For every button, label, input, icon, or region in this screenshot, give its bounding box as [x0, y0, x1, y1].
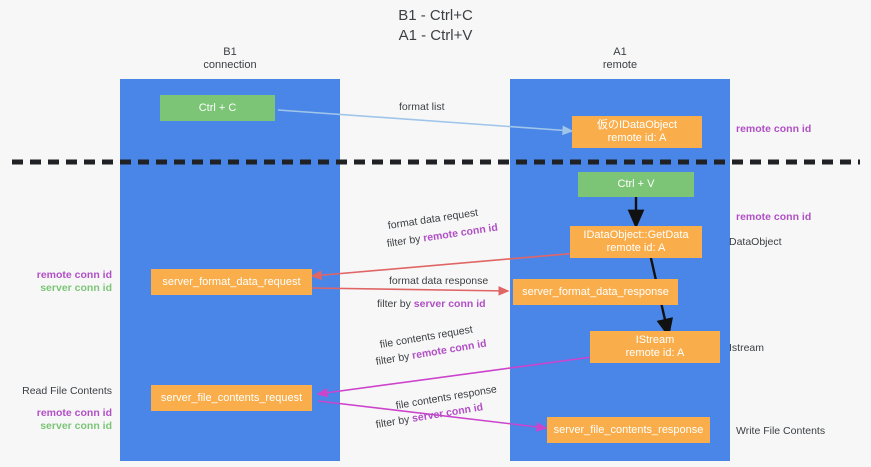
label-file-contents-response-filter-prefix: filter by — [374, 413, 414, 431]
diagram-title: B1 - Ctrl+C A1 - Ctrl+V — [0, 6, 871, 46]
column-header-a1-sub: remote — [602, 59, 638, 71]
box-server-format-data-response-label: server_format_data_response — [522, 285, 669, 298]
right-label-write-file-contents: Write File Contents — [736, 425, 825, 438]
column-header-b1-sub: connection — [203, 59, 257, 71]
right-label-remote-conn-id-top-text: remote conn id — [736, 123, 812, 135]
left-label-server-conn-id-2: server conn id — [0, 420, 112, 433]
box-fake-dataobject-line1: 仮のIDataObject — [596, 119, 678, 131]
left-label-remote-conn-id: remote conn id — [0, 269, 112, 282]
label-file-contents-request-filter-prefix: filter by — [374, 350, 414, 368]
right-label-istream: Istream — [729, 342, 764, 355]
box-ctrl-c-label: Ctrl + C — [198, 101, 237, 114]
box-istream-line1: IStream — [635, 334, 675, 346]
column-header-a1: A1 remote — [510, 46, 730, 72]
box-ctrl-v-label: Ctrl + V — [617, 178, 655, 190]
right-label-remote-conn-id-mid: remote conn id — [736, 211, 811, 224]
arrow-format-data-response — [311, 286, 510, 296]
column-header-b1-name: B1 — [223, 46, 237, 58]
left-label-remote-conn-id-text: remote conn id — [36, 269, 112, 281]
box-server-format-data-request-label: server_format_data_request — [162, 275, 301, 288]
left-label-server-conn-id-text: server conn id — [40, 282, 112, 294]
box-getdata[interactable]: IDataObject::GetData remote id: A — [570, 226, 702, 258]
right-label-remote-conn-id-mid-text: remote conn id — [736, 211, 812, 223]
label-format-data-response-filter-key: server conn id — [413, 298, 486, 310]
box-server-file-contents-request-label: server_file_contents_request — [160, 391, 303, 404]
label-format-data-response-filter: filter by server conn id — [377, 298, 486, 311]
box-server-format-data-request[interactable]: server_format_data_request — [151, 269, 312, 295]
right-label-dataobject-text: DataObject — [729, 236, 782, 248]
label-format-data-request-filter-prefix: filter by — [386, 232, 425, 250]
box-ctrl-c[interactable]: Ctrl + C — [160, 95, 275, 121]
box-server-file-contents-response-label: server_file_contents_response — [553, 423, 704, 436]
label-format-data-response-filter-prefix: filter by — [377, 298, 414, 310]
right-label-dataobject: DataObject — [729, 236, 782, 249]
column-header-a1-name: A1 — [613, 46, 627, 58]
label-format-list-text: format list — [399, 101, 445, 113]
left-label-remote-conn-id-2-text: remote conn id — [36, 407, 112, 419]
box-server-file-contents-request[interactable]: server_file_contents_request — [151, 385, 312, 411]
box-fake-dataobject-line2: remote id: A — [607, 132, 667, 144]
title-line-2: A1 - Ctrl+V — [398, 27, 473, 44]
column-header-b1: B1 connection — [120, 46, 340, 72]
left-label-server-conn-id: server conn id — [0, 282, 112, 295]
right-label-remote-conn-id-top: remote conn id — [736, 123, 811, 136]
box-getdata-line1: IDataObject::GetData — [583, 229, 689, 241]
box-istream-line2: remote id: A — [625, 347, 685, 359]
left-label-remote-conn-id-2: remote conn id — [0, 407, 112, 420]
right-label-write-file-contents-text: Write File Contents — [736, 425, 826, 437]
label-format-data-response-text: format data response — [389, 275, 489, 287]
box-getdata-line2: remote id: A — [606, 242, 666, 254]
box-server-file-contents-response[interactable]: server_file_contents_response — [547, 417, 710, 443]
box-ctrl-v[interactable]: Ctrl + V — [578, 172, 694, 197]
left-label-read-file-contents-text: Read File Contents — [22, 385, 112, 397]
label-format-data-response: format data response — [389, 275, 488, 288]
left-label-read-file-contents: Read File Contents — [0, 385, 112, 398]
box-fake-dataobject[interactable]: 仮のIDataObject remote id: A — [572, 116, 702, 148]
label-format-list: format list — [399, 101, 445, 114]
title-line-1: B1 - Ctrl+C — [398, 7, 473, 24]
box-server-format-data-response[interactable]: server_format_data_response — [513, 279, 678, 305]
right-label-istream-text: Istream — [729, 342, 765, 354]
left-label-server-conn-id-2-text: server conn id — [40, 420, 112, 432]
box-istream[interactable]: IStream remote id: A — [590, 331, 720, 363]
